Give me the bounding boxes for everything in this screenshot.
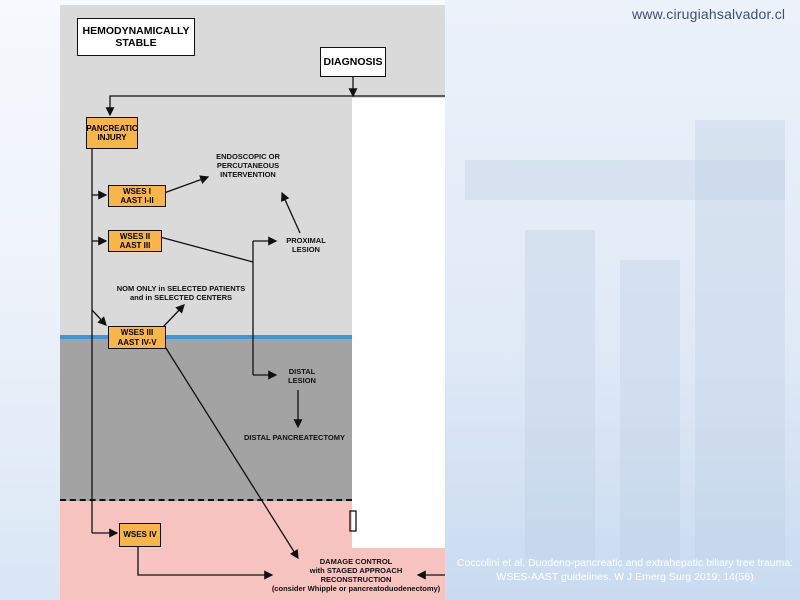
citation-line2: WSES-AAST guidelines. W J Emerg Surg 201… <box>496 571 754 583</box>
damage-line1: DAMAGE CONTROL <box>319 557 393 566</box>
wses2-box: WSES II AAST III <box>108 230 162 252</box>
distal-lesion-label: DISTAL LESION <box>272 367 332 385</box>
hemodynamically-stable-label: HEMODYNAMICALLY STABLE <box>82 25 190 49</box>
nom-label: NOM ONLY in SELECTED PATIENTS and in SEL… <box>106 284 256 302</box>
wses2-aast-label: AAST III <box>119 241 151 250</box>
flow-arrows <box>91 77 445 580</box>
wses1-aast-label: AAST I-II <box>120 196 154 205</box>
flowchart-panel: HEMODYNAMICALLY STABLE DIAGNOSIS PANCREA… <box>60 5 445 600</box>
wses1-label: WSES I <box>122 186 151 196</box>
damage-line4: (consider Whipple or pancreatoduodenecto… <box>271 584 441 593</box>
dashed-divider <box>60 499 352 501</box>
nom-line2: and in SELECTED CENTERS <box>129 293 233 302</box>
wses3-label: WSES III <box>120 328 154 337</box>
damage-control-label: DAMAGE CONTROL with STAGED APPROACH RECO… <box>256 557 445 593</box>
distal-line2: LESION <box>288 376 316 385</box>
proximal-line1: PROXIMAL <box>286 236 326 245</box>
wses3-aast-label: AAST IV-V <box>117 337 157 347</box>
endoscopic-intervention-label: ENDOSCOPIC OR PERCUTANEOUS INTERVENTION <box>216 152 280 179</box>
pancreatic-injury-box: PANCREATIC INJURY <box>86 117 138 149</box>
wses2-label: WSES II <box>119 231 151 241</box>
citation-line1: Coccolini et al. Duodeno-pancreatic and … <box>456 557 794 569</box>
damage-line3: RECONSTRUCTION <box>320 575 392 584</box>
wses1-box: WSES I AAST I-II <box>108 185 166 207</box>
hemodynamically-stable-box: HEMODYNAMICALLY STABLE <box>77 18 195 56</box>
damage-line2: with STAGED APPROACH <box>309 566 403 575</box>
wses4-label: WSES IV <box>123 530 157 540</box>
nom-line1: NOM ONLY in SELECTED PATIENTS <box>116 284 246 293</box>
wses3-box: WSES III AAST IV-V <box>108 326 166 349</box>
blank-area <box>352 98 445 548</box>
pancreatic-injury-label: PANCREATIC INJURY <box>86 123 138 143</box>
proximal-lesion-label: PROXIMAL LESION <box>278 236 334 254</box>
website-url[interactable]: www.cirugiahsalvador.cl <box>632 6 786 22</box>
distal-line1: DISTAL <box>288 367 316 376</box>
diagnosis-label: DIAGNOSIS <box>323 56 383 68</box>
diagnosis-box: DIAGNOSIS <box>320 47 386 77</box>
wses4-box: WSES IV <box>119 523 161 547</box>
proximal-line2: LESION <box>292 245 320 254</box>
distal-pancreatectomy-label: DISTAL PANCREATECTOMY <box>244 433 345 442</box>
citation: Coccolini et al. Duodeno-pancreatic and … <box>455 556 795 584</box>
background-building-image <box>445 0 800 600</box>
